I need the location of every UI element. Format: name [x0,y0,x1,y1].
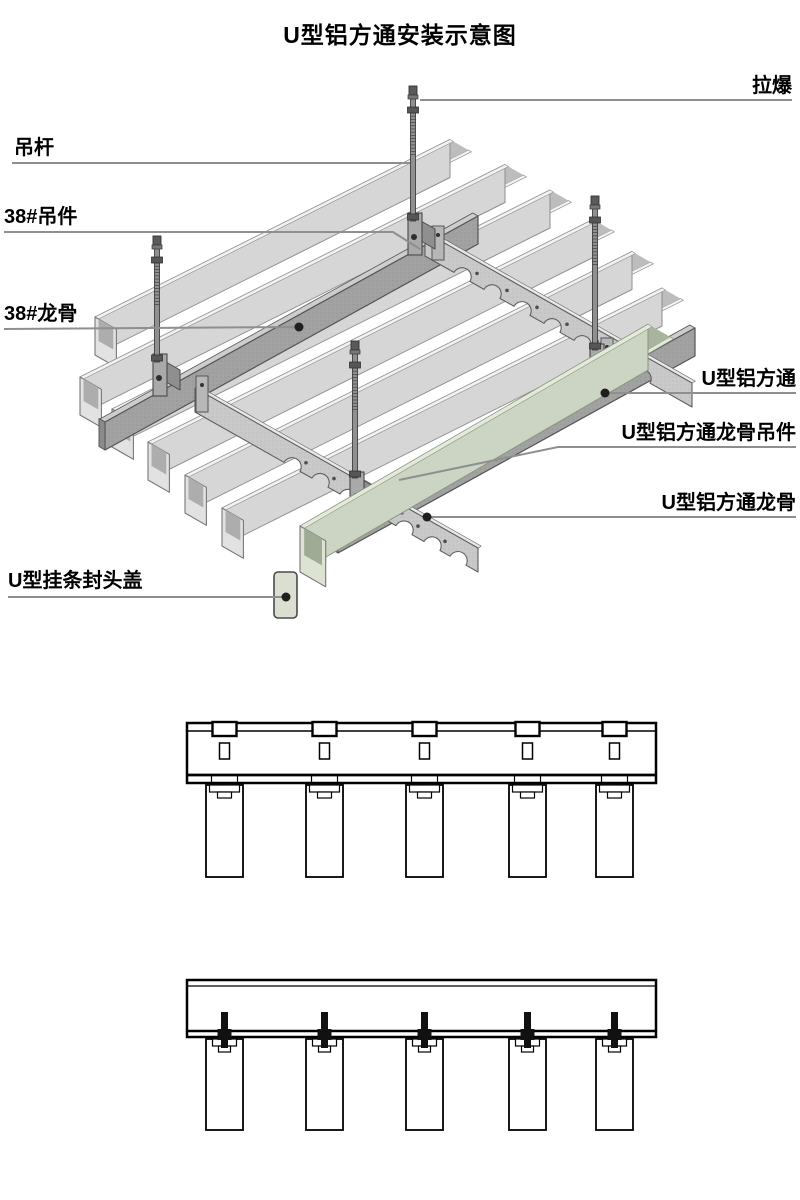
label-38-keel: 38#龙骨 [4,303,78,325]
u-keel-hanger [195,375,209,413]
section-top-module [205,720,244,878]
hanger-rod [589,195,601,351]
label-u-keel-hanger: U型铝方通龙骨吊件 [621,422,796,444]
label-u-keel: U型铝方通龙骨 [661,492,796,514]
section-bottom-module [305,1012,344,1131]
section-bottom-module [595,1012,634,1131]
hanger-rod [349,340,361,479]
label-end-cap: U型挂条封头盖 [8,570,143,592]
page-title: U型铝方通安装示意图 [283,22,517,48]
expansion-anchor [151,235,163,250]
u-tube-end [299,525,327,588]
section-top-module [405,720,444,878]
u-tube-end [147,441,170,493]
label-diao-gan: 吊杆 [14,137,54,159]
u-tube-end [94,316,117,368]
fixing-pin [607,1012,622,1048]
section-view-top [185,720,658,878]
label-38-hanger: 38#吊件 [4,206,78,228]
leader-lines [3,99,796,602]
label-la-bao: 拉爆 [752,75,792,97]
section-top-module [595,720,634,878]
section-top-module [305,720,344,878]
hanger-38 [152,353,181,397]
fixing-pin [317,1012,332,1048]
u-tube-end [184,474,207,526]
hanger-rod [407,85,419,222]
fixing-pin [520,1012,535,1048]
iso-view [79,85,696,619]
hanger-rod [151,235,163,363]
u-tube [94,139,472,368]
section-bottom-module [205,1012,244,1131]
u-tube-end [79,376,102,428]
section-view-bottom [185,978,658,1131]
fixing-pin [217,1012,232,1048]
expansion-anchor [349,340,361,355]
expansion-anchor [589,195,601,210]
fixing-pin [417,1012,432,1048]
u-tube-end [221,507,244,559]
expansion-anchor [407,85,419,100]
section-bottom-module [405,1012,444,1131]
section-top-module [508,720,547,878]
u-tube [299,323,675,588]
label-u-tube: U型铝方通 [701,368,796,390]
section-bottom-module [508,1012,547,1131]
